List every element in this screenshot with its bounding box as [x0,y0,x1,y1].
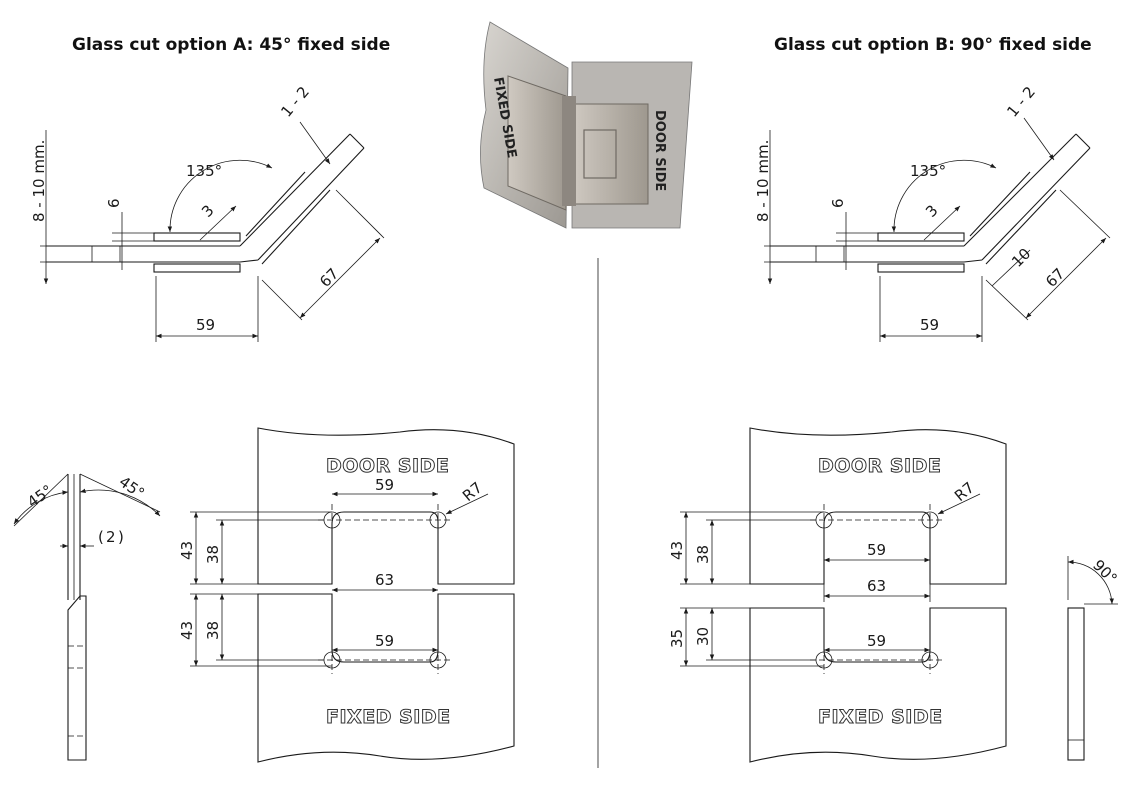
top-view-b: 8 - 10 mm. 6 135° 3 1 - 2 10 67 59 [754,83,1111,342]
cut-b-fixed-label: FIXED SIDE [818,706,943,728]
edge-a-gap-paren-r: ) [118,528,124,546]
cut-a-fixed-h1: 43 [178,621,196,640]
cut-b-bottom-width: 59 [867,632,886,650]
a-dim-67: 67 [316,265,342,291]
b-dim-67: 67 [1042,265,1068,291]
cut-b-gap-width: 63 [867,577,886,595]
cutout-view-a: DOOR SIDE FIXED SIDE 59 R7 43 38 63 43 3… [178,427,515,763]
a-dim-59: 59 [196,316,215,334]
edge-a-right-angle: 45° [116,473,148,503]
cut-a-fixed-label: FIXED SIDE [326,706,451,728]
edge-a-left-angle: 45° [24,481,56,511]
a-dim-6: 6 [105,198,123,208]
cut-a-door-h1: 43 [178,541,196,560]
b-angle: 135° [910,162,946,180]
edge-view-a: 45° 45° ( 2 ) [13,473,161,761]
cut-b-fixed-h1: 35 [668,629,686,648]
hinge-photo: FIXED SIDE DOOR SIDE [480,21,693,229]
photo-door-label: DOOR SIDE [652,110,667,191]
title-option-b: Glass cut option B: 90° fixed side [774,35,1092,55]
edge-a-gap: 2 [106,528,116,546]
cut-b-door-label: DOOR SIDE [818,455,941,477]
b-dim-3: 3 [922,201,941,220]
cut-a-bottom-width: 59 [375,632,394,650]
b-gap: 1 - 2 [1003,83,1039,121]
title-option-a: Glass cut option A: 45° fixed side [72,35,390,55]
edge-b-angle: 90° [1089,556,1121,588]
a-thickness: 8 - 10 mm. [30,140,48,222]
edge-view-b: 90° [1067,556,1121,761]
cut-b-top-width: 59 [867,541,886,559]
a-dim-3: 3 [198,201,217,220]
cut-a-top-width: 59 [375,476,394,494]
cut-b-fixed-h2: 30 [694,627,712,646]
a-angle: 135° [186,162,222,180]
cut-a-door-label: DOOR SIDE [326,455,449,477]
cut-b-door-h1: 43 [668,541,686,560]
cut-b-radius: R7 [951,478,978,505]
b-dim-6: 6 [829,198,847,208]
a-gap: 1 - 2 [277,83,313,121]
b-thickness: 8 - 10 mm. [754,140,772,222]
cut-a-radius: R7 [459,478,486,505]
b-dim-59: 59 [920,316,939,334]
cut-a-door-h2: 38 [204,545,222,564]
edge-a-gap-paren-l: ( [98,528,104,546]
cutout-view-b: DOOR SIDE FIXED SIDE R7 43 38 59 63 35 3… [668,427,1007,763]
cut-a-fixed-h2: 38 [204,621,222,640]
cut-b-door-h2: 38 [694,545,712,564]
cut-a-gap-width: 63 [375,571,394,589]
top-view-a: 8 - 10 mm. 6 135° 3 1 - 2 67 59 [30,83,385,342]
